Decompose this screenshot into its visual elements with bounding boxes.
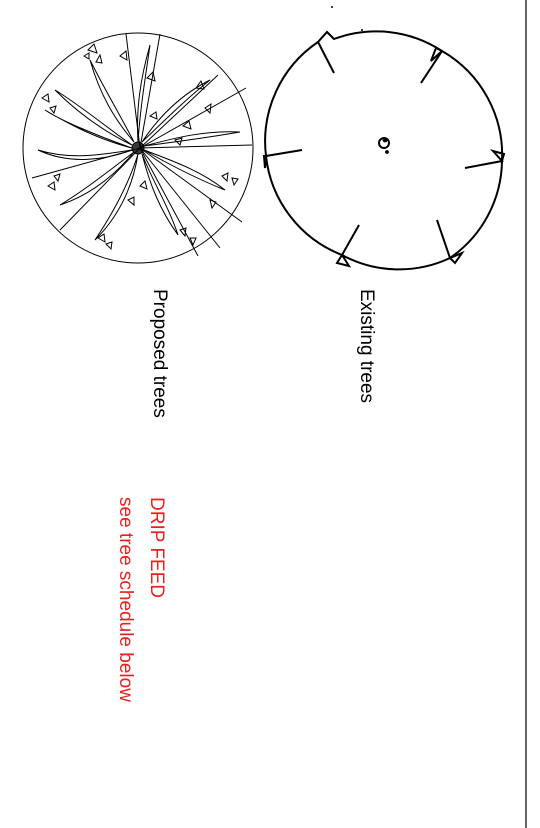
proposed-trees-label: Proposed trees	[149, 289, 170, 418]
existing-trees-label: Existing trees	[356, 289, 377, 404]
drawing-dot	[331, 6, 333, 8]
tree-schedule-note: see tree schedule below	[115, 497, 136, 702]
drip-feed-label: DRIP FEED	[146, 497, 167, 599]
existing-tree-symbol	[262, 30, 506, 271]
proposed-tree-canopy	[22, 32, 254, 264]
proposed-tree-symbol	[22, 32, 254, 264]
drawing-dot	[361, 29, 363, 31]
